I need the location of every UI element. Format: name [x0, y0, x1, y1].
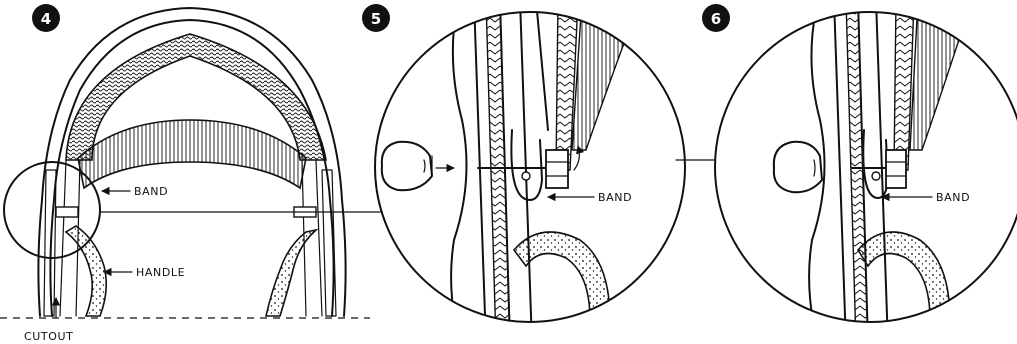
magnify-circle-4: [4, 162, 100, 258]
cutout-label: CUTOUT: [24, 330, 73, 343]
band-label-5: BAND: [598, 191, 632, 204]
knob-attached-icon: [774, 142, 822, 192]
knob-icon: [382, 142, 432, 190]
handle-right: [266, 230, 316, 316]
step-5-panel: 5: [362, 0, 685, 344]
band-label-4: BAND: [134, 185, 168, 198]
step-5-badge: 5: [362, 4, 390, 32]
step-4-number: 4: [41, 10, 51, 28]
step-6-panel: 6 BAND: [702, 0, 1017, 344]
step-5-number: 5: [371, 10, 381, 28]
step-6-number: 6: [711, 10, 721, 28]
handle-left: [66, 226, 106, 316]
handle-label: HANDLE: [136, 266, 185, 279]
nut-icon: [546, 150, 568, 188]
step-4-panel: 4 BAND HANDLE CUTOUT: [0, 4, 380, 343]
step-6-badge: 6: [702, 4, 730, 32]
step-4-badge: 4: [32, 4, 60, 32]
band-label-6: BAND: [936, 191, 970, 204]
